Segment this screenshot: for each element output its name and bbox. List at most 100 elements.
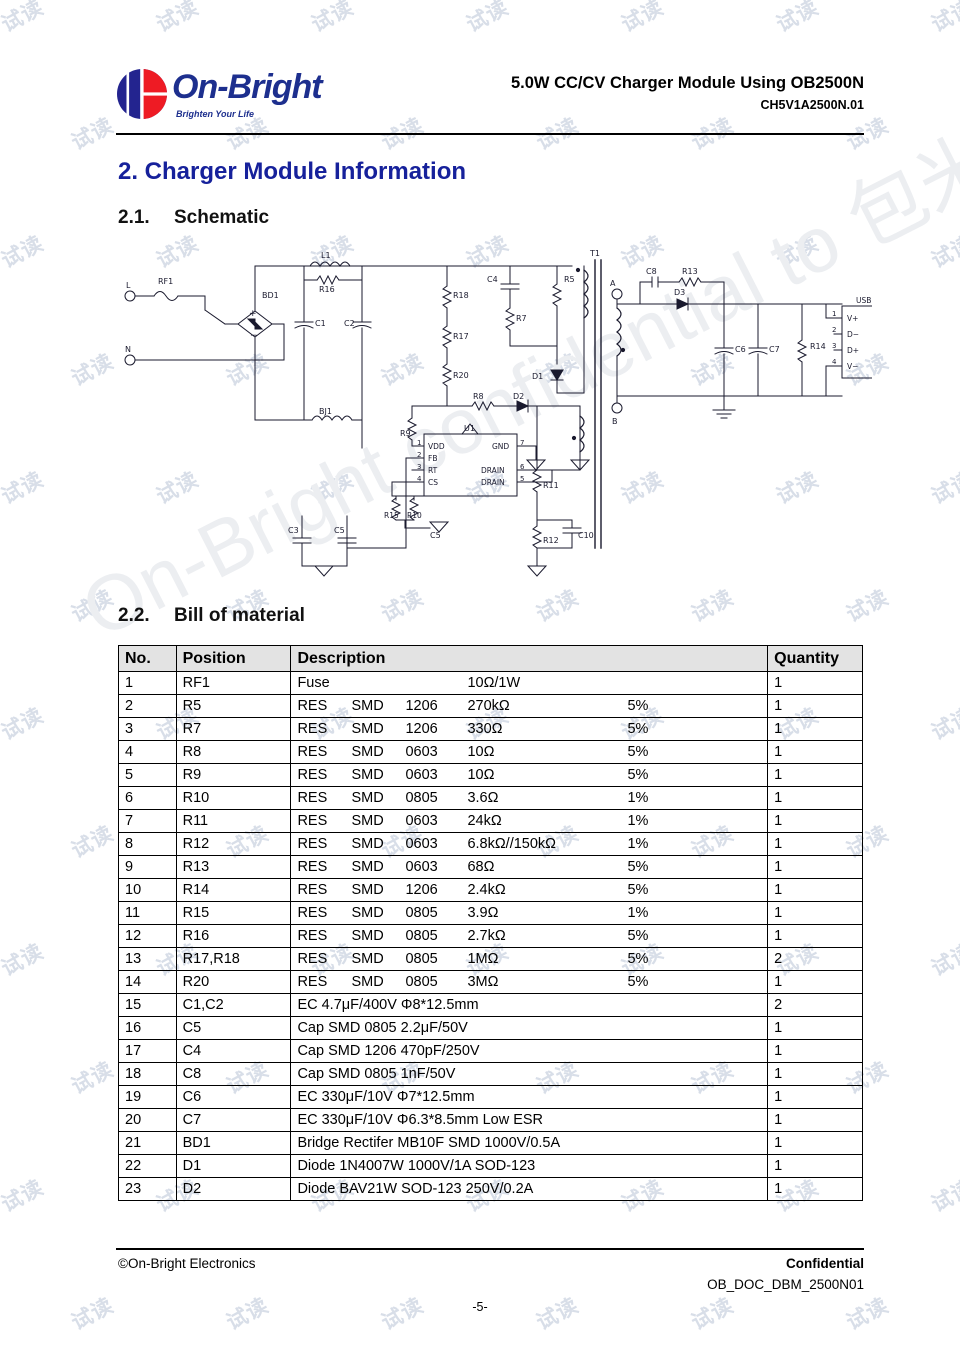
cell-position: D1: [175, 1154, 292, 1178]
description-part: SMD: [351, 928, 384, 944]
schematic-label-C10: C10: [578, 531, 594, 540]
schematic-label-Vminus: V−: [847, 362, 858, 371]
watermark-text: 试读: [0, 1174, 48, 1217]
description-part: SMD: [351, 836, 384, 852]
cell-description: Cap SMD 1206 470pF/250V: [290, 1039, 769, 1063]
schematic-usb-pin-4: 4: [832, 358, 837, 366]
description-part: 24kΩ: [467, 813, 502, 829]
cell-position: R11: [175, 809, 292, 833]
cell-quantity: 1: [767, 1085, 863, 1109]
description-part: SMD: [351, 790, 384, 806]
cell-quantity: 1: [767, 855, 863, 879]
description-part: RES: [297, 974, 328, 990]
schematic-label-bridge-plus: +: [249, 309, 257, 319]
schematic-label-FB: FB: [428, 454, 437, 463]
logo-tagline: Brighten Your Life: [176, 109, 255, 119]
schematic-pin-5: 5: [520, 475, 524, 483]
description-part: 1%: [627, 813, 649, 829]
cell-no: 18: [118, 1062, 177, 1086]
section-number-schematic: 2.1.: [118, 207, 150, 228]
schematic-label-C8: C8: [646, 267, 657, 276]
cell-quantity: 1: [767, 901, 863, 925]
description-part: RES: [297, 744, 328, 760]
cell-no: 22: [118, 1154, 177, 1178]
description-part: SMD: [351, 859, 384, 875]
schematic-label-bridge-minus: −: [250, 331, 258, 341]
cell-description: EC 330μF/10V Φ7*12.5mm: [290, 1085, 769, 1109]
section-label-schematic: Schematic: [174, 207, 270, 228]
cell-quantity: 1: [767, 1016, 863, 1040]
cell-quantity: 1: [767, 878, 863, 902]
schematic-label-C6: C6: [735, 345, 746, 354]
description-part: RES: [297, 698, 328, 714]
watermark-text: 试读: [67, 584, 118, 627]
description-part: 0805: [405, 790, 438, 806]
cell-position: R17,R18: [175, 947, 292, 971]
cell-position: C1,C2: [175, 993, 292, 1017]
cell-description: Cap SMD 0805 2.2μF/50V: [290, 1016, 769, 1040]
table-header-row: No. Position Description Quantity: [118, 645, 863, 672]
section-label-bom: Bill of material: [174, 605, 305, 626]
description-part: 5%: [627, 744, 649, 760]
cell-no: 19: [118, 1085, 177, 1109]
watermark-text: 试读: [67, 348, 118, 391]
cell-no: 10: [118, 878, 177, 902]
description-part: 10Ω: [467, 767, 495, 783]
watermark-text: 试读: [0, 938, 48, 981]
description-part: SMD: [351, 951, 384, 967]
description-text: Cap SMD 1206 470pF/250V: [297, 1043, 480, 1059]
description-part: 0603: [405, 813, 438, 829]
cell-no: 2: [118, 694, 177, 718]
cell-no: 13: [118, 947, 177, 971]
schematic-label-R10: R10: [407, 511, 422, 520]
cell-quantity: 1: [767, 1177, 863, 1201]
cell-quantity: 1: [767, 924, 863, 948]
column-header-quantity: Quantity: [767, 645, 863, 672]
description-part: 0603: [405, 767, 438, 783]
watermark-text: 试读: [67, 820, 118, 863]
cell-quantity: 1: [767, 671, 863, 695]
cell-position: RF1: [175, 671, 292, 695]
schematic-label-USB1: USB1: [856, 296, 872, 305]
footer-page-number: -5-: [472, 1300, 488, 1314]
description-part: 5%: [627, 882, 649, 898]
schematic-usb-pin-3: 3: [832, 342, 836, 350]
cell-quantity: 1: [767, 786, 863, 810]
schematic-label-Dminus: D−: [847, 330, 859, 339]
description-part: 1%: [627, 836, 649, 852]
column-header-position: Position: [175, 645, 292, 672]
cell-description: Bridge Rectifer MB10F SMD 1000V/0.5A: [290, 1131, 769, 1155]
description-part: 0805: [405, 951, 438, 967]
cell-description: Diode BAV21W SOD-123 250V/0.2A: [290, 1177, 769, 1201]
cell-quantity: 1: [767, 832, 863, 856]
schematic-label-T1: T1: [589, 249, 600, 258]
page-title: 2. Charger Module Information: [118, 158, 467, 185]
description-part: 6.8kΩ//150kΩ: [467, 836, 557, 852]
description-part: 1%: [627, 905, 649, 921]
schematic-label-D1: D1: [532, 372, 543, 381]
description-part: 1206: [405, 721, 438, 737]
schematic-label-R17: R17: [453, 332, 469, 341]
watermark-text: 试读: [927, 702, 960, 745]
footer-confidential: Confidential: [786, 1256, 864, 1271]
cell-position: R15: [175, 901, 292, 925]
schematic-label-BD1: BD1: [262, 291, 279, 300]
footer-copyright: ©On-Bright Electronics: [118, 1256, 256, 1271]
watermark-text: 试读: [532, 584, 583, 627]
page-header: On-Bright Brighten Your Life 5.0W CC/CV …: [0, 0, 960, 140]
cell-no: 21: [118, 1131, 177, 1155]
cell-position: R13: [175, 855, 292, 879]
cell-position: C5: [175, 1016, 292, 1040]
schematic-label-A: A: [610, 279, 616, 288]
